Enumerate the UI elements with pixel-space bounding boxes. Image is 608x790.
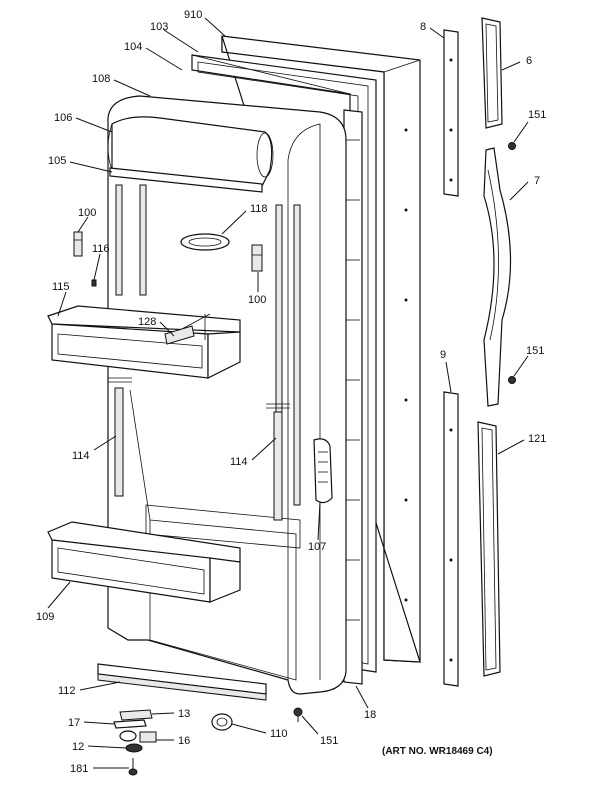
- handle-cover-121: [477, 421, 501, 677]
- label-110: 110: [270, 728, 288, 740]
- door-bin-109: [47, 521, 241, 603]
- label-16: 16: [178, 735, 190, 747]
- label-9: 9: [440, 349, 446, 361]
- label-114-right: 114: [230, 456, 248, 468]
- screw-151-middle: [508, 376, 516, 384]
- label-115: 115: [52, 281, 70, 293]
- screw-151-upper: [508, 142, 516, 150]
- bin-divider-128: [164, 325, 195, 345]
- label-108: 108: [92, 73, 110, 85]
- leader-lines: [47, 17, 529, 769]
- handle-trim-9: [443, 391, 459, 687]
- damper-107: [313, 438, 333, 504]
- label-12: 12: [72, 741, 84, 753]
- label-18: 18: [364, 709, 376, 721]
- shelf-track-114-right: [266, 403, 290, 521]
- hinge-part-12: [125, 743, 143, 753]
- label-116: 116: [92, 243, 110, 255]
- label-181: 181: [70, 763, 88, 775]
- screw-181: [128, 758, 138, 776]
- label-105: 105: [48, 155, 66, 167]
- screw-116: [91, 279, 97, 287]
- door-panel-holes: [404, 128, 408, 602]
- label-109: 109: [36, 611, 54, 623]
- label-17: 17: [68, 717, 80, 729]
- label-100-right: 100: [248, 294, 266, 306]
- shelf-track-114-left: [108, 377, 132, 497]
- label-7: 7: [534, 175, 540, 187]
- dairy-compartment-106: [107, 116, 274, 187]
- label-114-left: 114: [72, 450, 90, 462]
- shelf-bracket-100-right: [251, 244, 263, 272]
- label-151-upper: 151: [528, 109, 546, 121]
- label-118: 118: [250, 203, 268, 215]
- door-handle-insert-118: [180, 233, 230, 251]
- label-103: 103: [150, 21, 168, 33]
- shelf-bracket-100-left: [73, 231, 83, 257]
- handle-trim-8: [443, 29, 459, 197]
- side-seal-strip: [343, 109, 363, 685]
- bottom-rail-112: [97, 663, 267, 701]
- label-128: 128: [138, 316, 156, 328]
- label-104: 104: [124, 41, 142, 53]
- label-107: 107: [308, 541, 326, 553]
- part-labels: 910 103 104 108 106 105 100 116 118 100 …: [36, 9, 546, 775]
- door-handle-7: [483, 147, 512, 407]
- hinge-part-17: [113, 719, 147, 729]
- label-151-middle: 151: [526, 345, 544, 357]
- art-number: (ART NO. WR18469 C4): [382, 746, 493, 757]
- cap-110: [211, 713, 233, 731]
- handle-cap-6: [481, 17, 503, 129]
- label-121: 121: [528, 433, 546, 445]
- label-13: 13: [178, 708, 190, 720]
- hinge-part-13: [119, 709, 153, 721]
- label-8: 8: [420, 21, 426, 33]
- screw-151-bottom: [293, 707, 303, 722]
- label-6: 6: [526, 55, 532, 67]
- label-106: 106: [54, 112, 72, 124]
- dairy-rail-105: [109, 167, 263, 193]
- label-112: 112: [58, 685, 76, 697]
- hinge-assembly-16: [119, 730, 157, 743]
- label-100-left: 100: [78, 207, 96, 219]
- label-151-bottom: 151: [320, 735, 338, 747]
- label-910: 910: [184, 9, 202, 21]
